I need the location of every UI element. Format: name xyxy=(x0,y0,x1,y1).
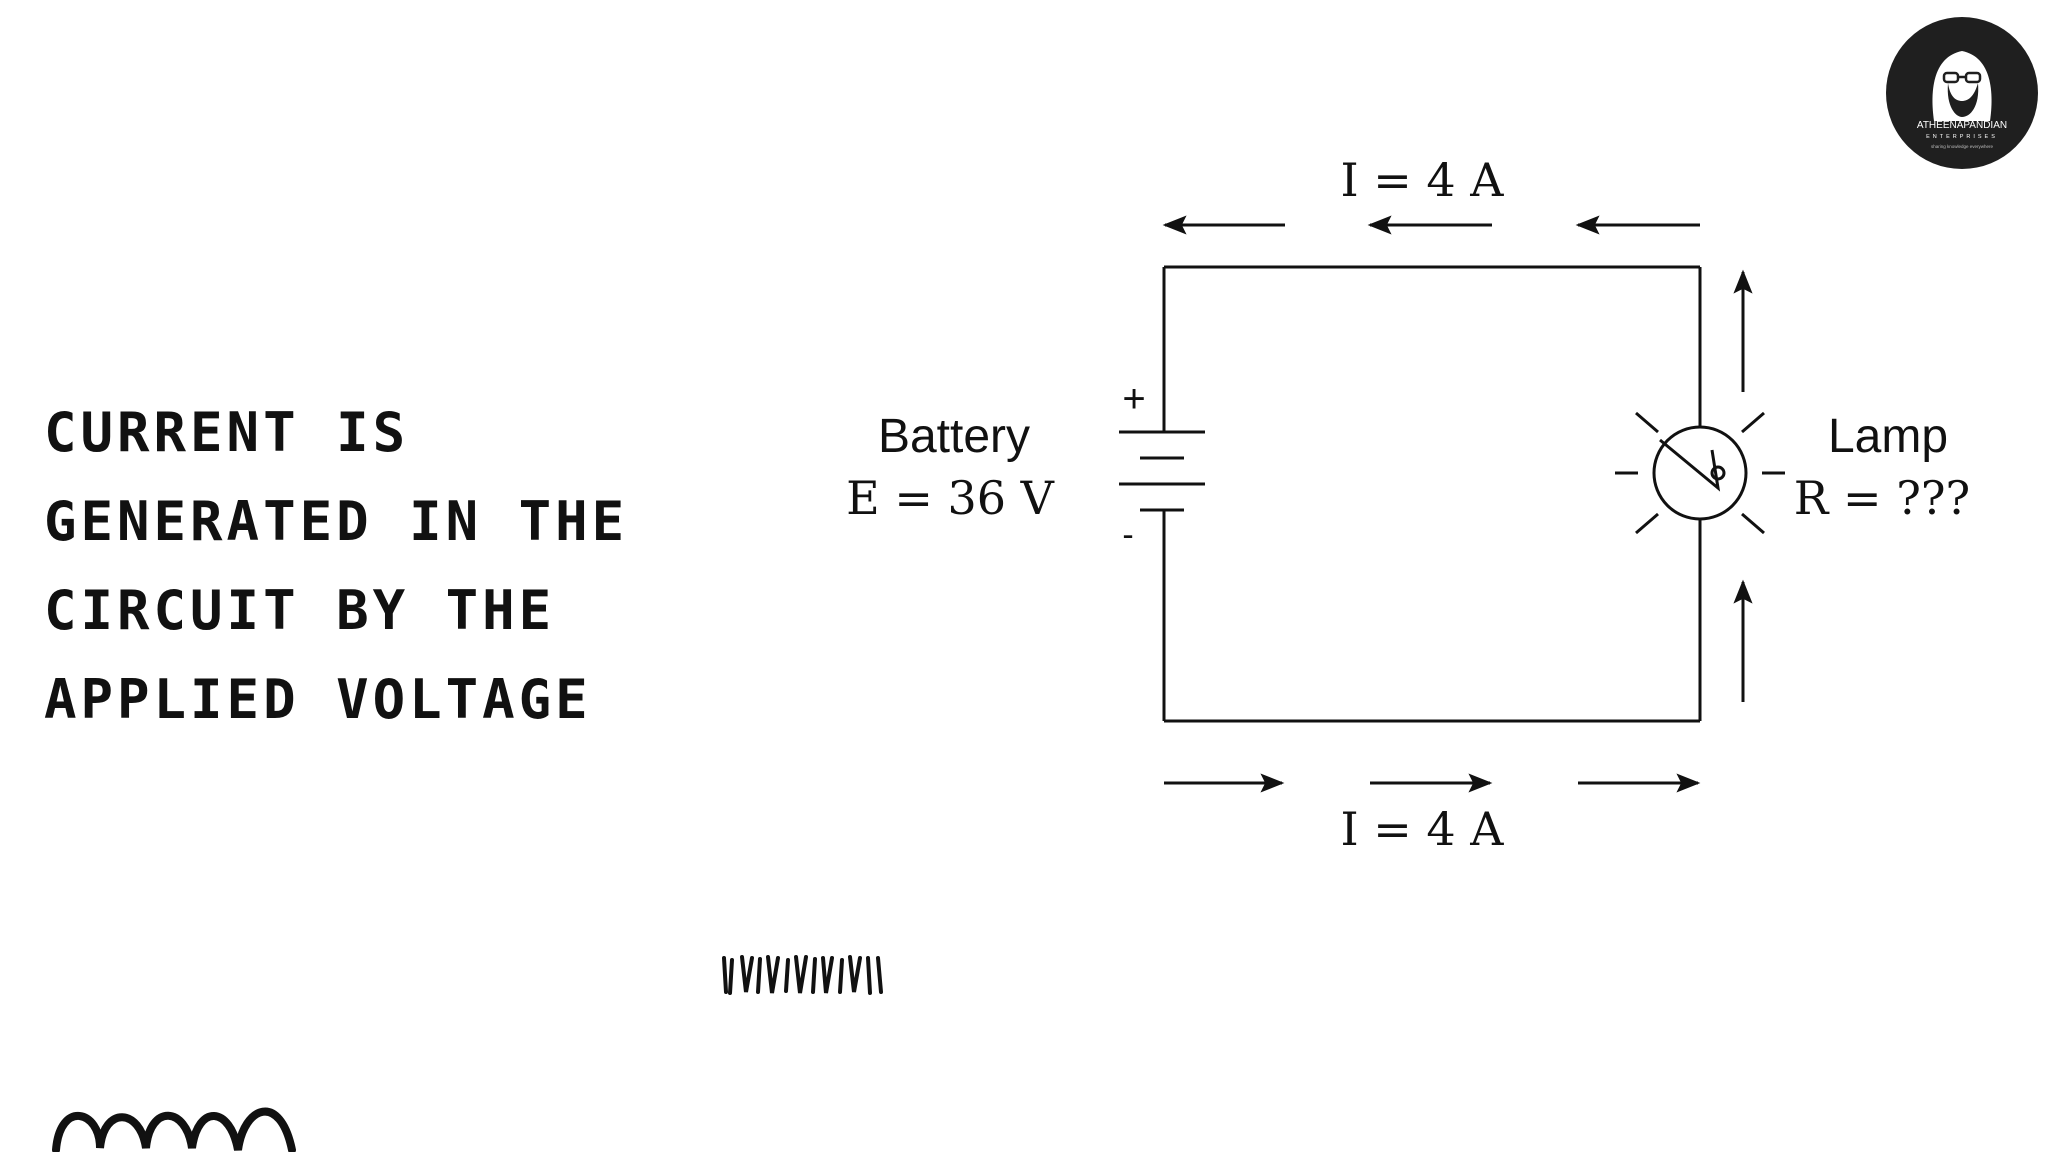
current-label-bottom: I = 4 A xyxy=(1340,802,1504,856)
battery-minus-sign: - xyxy=(1122,516,1133,554)
lamp-symbol xyxy=(1615,411,1785,535)
circuit-wires xyxy=(1162,265,1702,723)
battery-plus-sign: + xyxy=(1122,377,1145,421)
lamp-resistance-label: R = ??? xyxy=(1794,471,1970,525)
battery-voltage-label: E = 36 V xyxy=(846,471,1055,525)
logo-tagline-text: sharing knowledge everywhere xyxy=(1931,144,1994,149)
battery-label: Battery xyxy=(878,410,1030,463)
brand-logo: ATHEENAPANDIAN ENTERPRISES sharing knowl… xyxy=(1886,17,2038,169)
logo-face-icon xyxy=(1932,51,1992,121)
logo-subtitle-text: ENTERPRISES xyxy=(1926,134,1998,140)
battery-symbol xyxy=(1119,430,1205,512)
logo-brand-text: ATHEENAPANDIAN xyxy=(1917,120,2007,131)
slide-headline: CURRENT IS GENERATED IN THE CIRCUIT BY T… xyxy=(44,401,629,731)
lamp-label: Lamp xyxy=(1828,410,1948,463)
current-label-top: I = 4 A xyxy=(1340,153,1504,207)
